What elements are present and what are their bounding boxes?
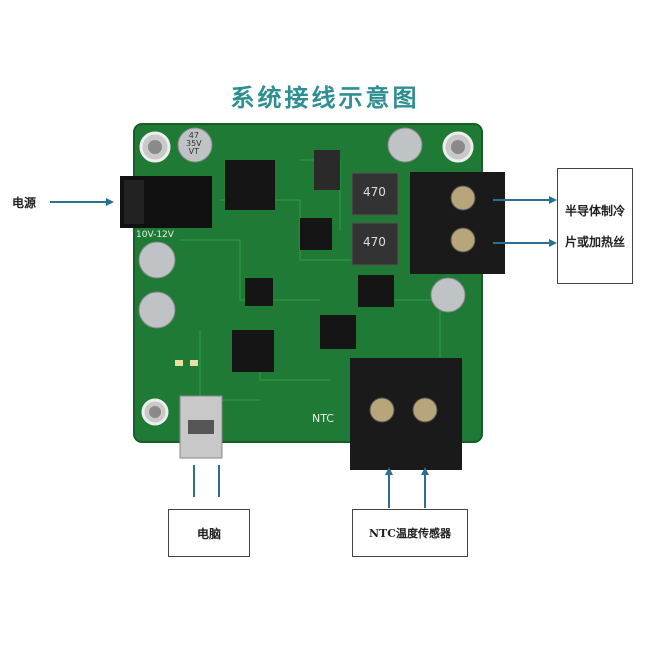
power-arrow-head <box>106 198 114 206</box>
peltier-label-line1: 半导体制冷 <box>565 202 625 219</box>
peltier-label-line2: 片或加热丝 <box>565 233 625 250</box>
inductor-1-marking: 470 <box>363 185 386 199</box>
ntc-arrow-line-1 <box>388 475 390 508</box>
computer-box: 电脑 <box>168 509 250 557</box>
voltage-marking: 10V-12V <box>136 230 174 240</box>
microcontroller-chip <box>232 330 274 372</box>
small-ic <box>245 278 273 306</box>
peltier-arrow-line-2 <box>493 242 549 244</box>
mosfet-2 <box>320 315 356 349</box>
computer-line-2 <box>218 465 220 497</box>
driver-chip <box>225 160 275 210</box>
ntc-sensor-box: NTC温度传感器 <box>352 509 468 557</box>
ntc-terminal-block <box>350 358 462 470</box>
ntc-marking: NTC <box>312 412 334 425</box>
power-arrow-line <box>50 201 106 203</box>
inductor-2-marking: 470 <box>363 235 386 249</box>
regulator <box>314 150 340 190</box>
peltier-arrow-line-1 <box>493 199 549 201</box>
peltier-arrow-head-1 <box>549 196 557 204</box>
computer-line-1 <box>193 465 195 497</box>
ntc-arrow-head-2 <box>421 467 429 475</box>
ntc-arrow-line-2 <box>424 475 426 508</box>
mosfet-3 <box>358 275 394 307</box>
ntc-arrow-head-1 <box>385 467 393 475</box>
peltier-heater-box: 半导体制冷 片或加热丝 <box>557 168 633 284</box>
capacitor-marking: 47 35V VT <box>186 132 202 156</box>
peltier-arrow-head-2 <box>549 239 557 247</box>
mosfet-1 <box>300 218 332 250</box>
power-label: 电源 <box>12 194 36 211</box>
